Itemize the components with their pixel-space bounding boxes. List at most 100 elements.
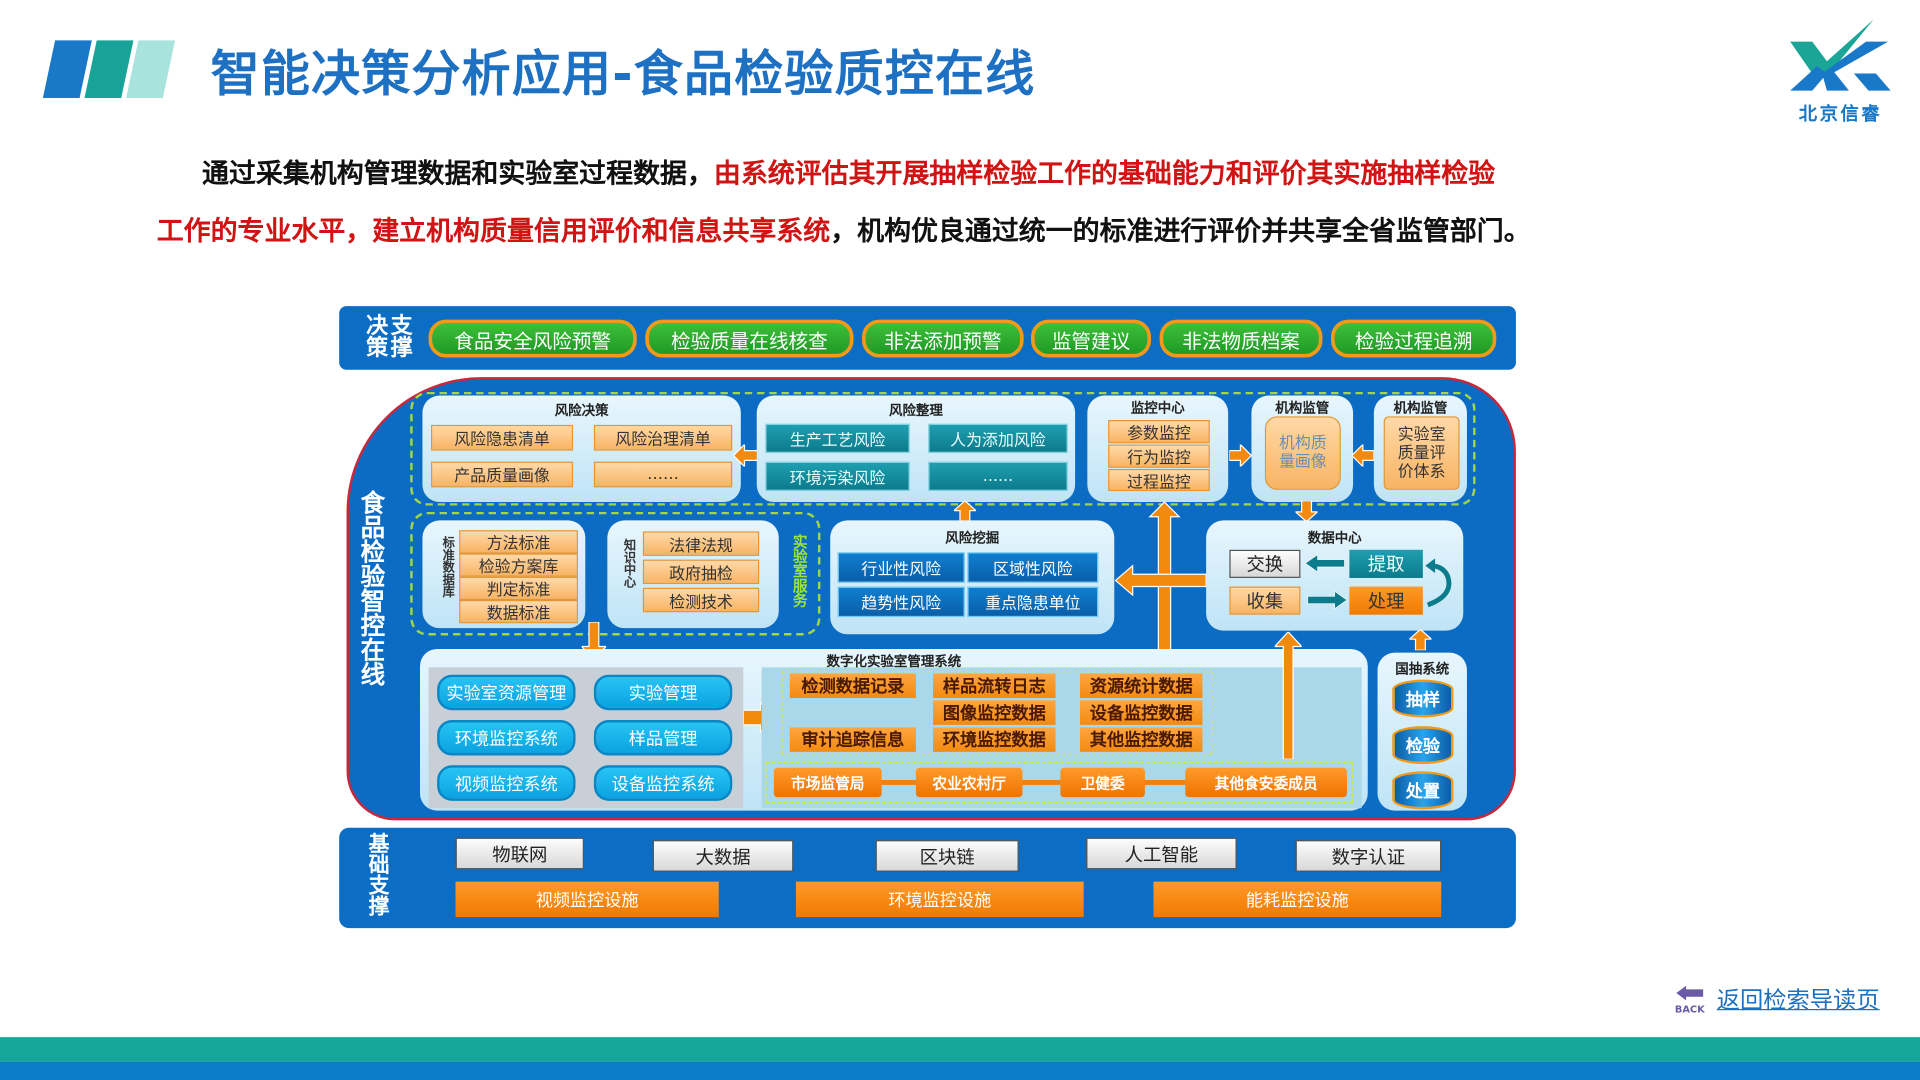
footer-band-teal xyxy=(0,1037,1920,1062)
panel-title: 机构监管 xyxy=(1275,400,1330,417)
lab-data-item: 检测数据记录 xyxy=(789,673,916,698)
logo-text: 北京信睿 xyxy=(1798,102,1883,125)
logo-mark-icon xyxy=(1790,19,1891,91)
knowledge-item: 检测技术 xyxy=(642,587,760,613)
arrow-up-icon xyxy=(1409,629,1432,651)
risk-decision-item: 产品质量画像 xyxy=(431,461,574,488)
lab-data-item: 样品流转日志 xyxy=(933,673,1056,698)
page-title: 智能决策分析应用-食品检验质控在线 xyxy=(210,46,1036,103)
decision-item: 非法物质档案 xyxy=(1159,319,1323,358)
intro-line-2: 工作的专业水平，建立机构质量信用评价和信息共享系统，机构优良通过统一的标准进行评… xyxy=(157,209,1531,248)
risk-mining-item: 行业性风险 xyxy=(837,552,965,583)
arrow-left-icon xyxy=(1351,444,1374,467)
lab-data-item: 资源统计数据 xyxy=(1080,673,1203,698)
cycle-arrow-icon xyxy=(1425,558,1452,608)
decision-support-label: 决策支撑 xyxy=(362,313,413,358)
risk-sort-item: 人为添加风险 xyxy=(928,423,1068,454)
footer-band-blue xyxy=(0,1061,1920,1080)
risk-sort-item: 环境污染风险 xyxy=(765,461,910,492)
risk-sort-item: 生产工艺风险 xyxy=(765,423,910,454)
department-item: 农业农村厅 xyxy=(915,767,1023,798)
intro-highlight: 工作的专业水平，建立机构质量信用评价和信息共享系统 xyxy=(156,216,831,248)
risk-decision-item: 风险隐患清单 xyxy=(431,424,574,451)
facility-item: 视频监控设施 xyxy=(455,881,719,918)
risk-decision-item: …… xyxy=(593,461,733,488)
lab-module: 样品管理 xyxy=(593,720,733,756)
arrow-up-icon xyxy=(953,500,976,522)
panel-title: 风险整理 xyxy=(888,402,943,419)
lab-data-item: 其他监控数据 xyxy=(1080,727,1203,752)
inspection-cylinder: 检验 xyxy=(1392,726,1454,765)
risk-mining-item: 趋势性风险 xyxy=(837,586,965,618)
facility-item: 能耗监控设施 xyxy=(1153,881,1442,918)
standard-item: 检验方案库 xyxy=(459,553,578,577)
arrow-right-icon xyxy=(1229,444,1252,467)
sampling-cylinder: 抽样 xyxy=(1392,679,1454,718)
decision-item: 非法添加预警 xyxy=(862,319,1024,358)
institution-quality-profile-box: 机构质量画像 xyxy=(1264,416,1341,490)
lab-data-dashed-group xyxy=(781,671,1213,755)
header-stripe-blue xyxy=(42,40,92,98)
lab-data-item: 图像监控数据 xyxy=(933,700,1056,725)
lab-quality-evaluation-box: 实验室质量评价体系 xyxy=(1383,416,1460,490)
panel-title: 数据中心 xyxy=(1307,530,1362,547)
collect-box: 收集 xyxy=(1229,586,1301,615)
arrow-left-icon xyxy=(733,444,758,467)
exchange-box: 交换 xyxy=(1229,549,1301,578)
arrow-up-icon xyxy=(1274,631,1302,760)
risk-mining-item: 重点隐患单位 xyxy=(967,586,1099,618)
intro-highlight: 由系统评估其开展抽样检验工作的基础能力和评价其实施抽样检验 xyxy=(713,159,1496,190)
panel-title: 机构监管 xyxy=(1393,400,1448,417)
knowledge-item: 法律法规 xyxy=(642,531,760,556)
decision-item: 检验过程追溯 xyxy=(1331,319,1497,358)
department-item: 市场监管局 xyxy=(773,767,882,798)
risk-decision-item: 风险治理清单 xyxy=(593,424,733,451)
foundation-support-label: 基础支撑 xyxy=(363,832,389,916)
lab-data-item: 审计追踪信息 xyxy=(789,727,916,752)
company-logo: 北京信睿 xyxy=(1785,17,1895,127)
tech-item: 数字认证 xyxy=(1295,840,1442,872)
lab-data-item: 设备监控数据 xyxy=(1080,700,1203,725)
intro-line-1: 通过采集机构管理数据和实验室过程数据，由系统评估其开展抽样检验工作的基础能力和评… xyxy=(202,152,1495,191)
back-link-label[interactable]: 返回检索导读页 xyxy=(1716,986,1880,1014)
lab-module: 环境监控系统 xyxy=(437,720,576,756)
panel-title: 数字化实验室管理系统 xyxy=(826,653,962,670)
risk-mining-item: 区域性风险 xyxy=(967,552,1099,583)
tech-item: 区块链 xyxy=(875,840,1019,872)
decision-item: 检验质量在线核查 xyxy=(645,319,854,358)
panel-title: 国抽系统 xyxy=(1395,661,1450,678)
tech-item: 大数据 xyxy=(652,840,794,872)
lab-module: 实验管理 xyxy=(593,674,733,711)
data-flow-arrows-icon xyxy=(1305,554,1347,610)
department-item: 卫健委 xyxy=(1060,767,1145,798)
arrow-down-icon xyxy=(1295,500,1318,522)
lab-module: 设备监控系统 xyxy=(593,765,733,801)
header-stripe-teal xyxy=(84,40,134,98)
decision-item: 监管建议 xyxy=(1031,319,1152,358)
decision-item: 食品安全风险预警 xyxy=(428,319,637,358)
upper-dashed-group xyxy=(410,391,1476,506)
back-to-index-link[interactable]: BACK 返回检索导读页 xyxy=(1673,980,1893,1017)
header-stripe-light xyxy=(126,40,176,98)
intro-text: ，机构优良通过统一的标准进行评价并共享全省监管部门。 xyxy=(830,216,1531,248)
panel-title: 风险挖掘 xyxy=(945,530,1000,547)
facility-item: 环境监控设施 xyxy=(795,881,1084,918)
standard-item: 判定标准 xyxy=(459,576,578,601)
standard-database-label: 标准数据库 xyxy=(439,536,454,598)
panel-title: 监控中心 xyxy=(1130,400,1185,417)
back-arrow-icon: BACK xyxy=(1673,981,1707,1014)
lab-module: 视频监控系统 xyxy=(437,765,576,801)
standard-item: 数据标准 xyxy=(459,600,578,624)
lab-module: 实验室资源管理 xyxy=(437,674,576,711)
monitor-item: 过程监控 xyxy=(1108,468,1210,492)
process-box: 处理 xyxy=(1349,586,1423,615)
tech-item: 物联网 xyxy=(455,837,585,870)
panel-title: 风险决策 xyxy=(554,402,609,419)
departments-dashed-group xyxy=(765,761,1354,804)
tech-item: 人工智能 xyxy=(1086,837,1237,870)
risk-sort-item: ...... xyxy=(928,461,1068,492)
monitor-item: 参数监控 xyxy=(1108,420,1210,444)
lab-data-item: 环境监控数据 xyxy=(933,727,1056,752)
disposal-cylinder: 处置 xyxy=(1392,771,1454,810)
